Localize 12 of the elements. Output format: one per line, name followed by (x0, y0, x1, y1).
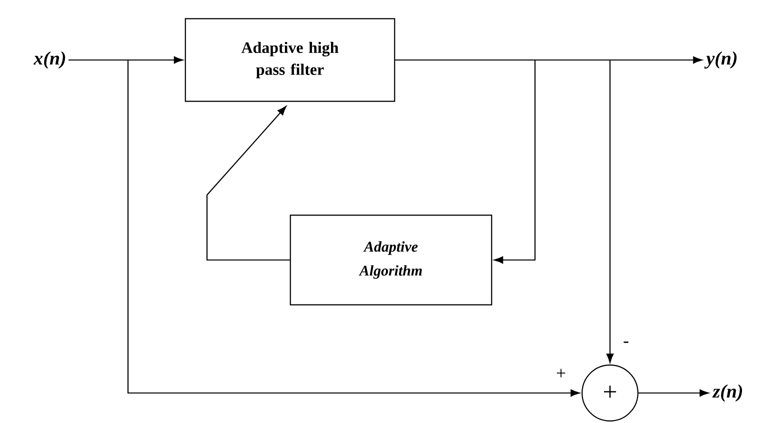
sign-label: + (554, 368, 568, 380)
signal-label: x(n) (33, 51, 66, 69)
signal-label: y(n) (704, 51, 737, 69)
arrow (395, 59, 614, 363)
algorithm-box: Adaptive Algorithm (290, 214, 492, 306)
arrow (68, 59, 580, 397)
signal-label: z(n) (712, 384, 742, 402)
summing-junction: + (582, 364, 638, 422)
arrow (638, 389, 709, 397)
filter-box: Adaptive high pass filter (184, 18, 396, 102)
sign-label: - (622, 340, 630, 348)
arrow (206, 106, 290, 261)
